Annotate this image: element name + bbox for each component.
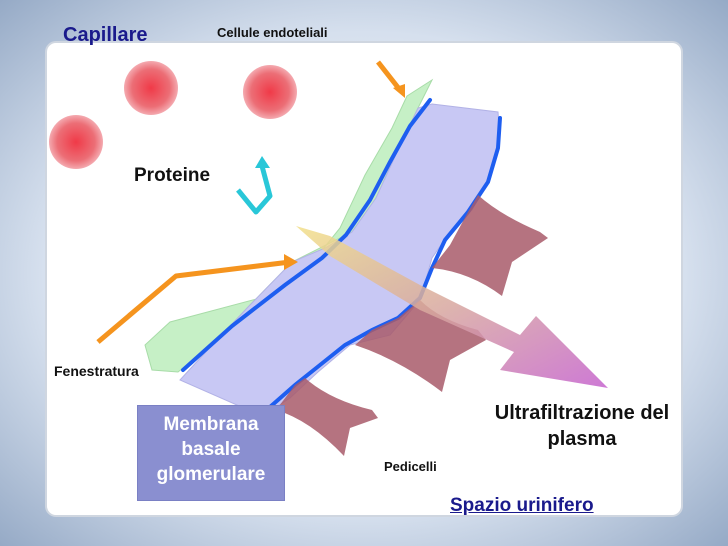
endothelial-arrow: [376, 60, 402, 92]
endothelial-cells-label: Cellule endoteliali: [217, 25, 328, 40]
basement-membrane-label: Membrana basale glomerulare: [156, 414, 266, 485]
capillary-label: Capillare: [63, 24, 148, 46]
proteins-label: Proteine: [134, 165, 211, 186]
fenestration-arrow: [96, 259, 291, 344]
protein-circle: [49, 115, 103, 169]
protein-circle: [243, 65, 297, 119]
ultrafiltration-arrow: [296, 226, 608, 388]
basal-membrane-line-inner: [181, 98, 432, 372]
proteins-group: [49, 61, 297, 169]
ultrafiltration-label: Ultrafiltrazione del plasma: [494, 402, 670, 450]
protein-rebound-arrow-head: [255, 156, 270, 168]
fenestration-label: Fenestratura: [54, 363, 139, 379]
basement-membrane-label-box: Membrana basale glomerulare: [137, 405, 285, 501]
protein-rebound-arrow: [236, 165, 273, 215]
fenestration-arrow-head: [284, 254, 298, 270]
protein-circle: [124, 61, 178, 115]
pedicel-shape: [276, 378, 378, 456]
endothelial-arrow-head: [393, 84, 405, 98]
pedicel-shape: [432, 195, 548, 296]
urinary-space-label: Spazio urinifero: [450, 495, 594, 516]
pedicels-label: Pedicelli: [384, 459, 437, 474]
